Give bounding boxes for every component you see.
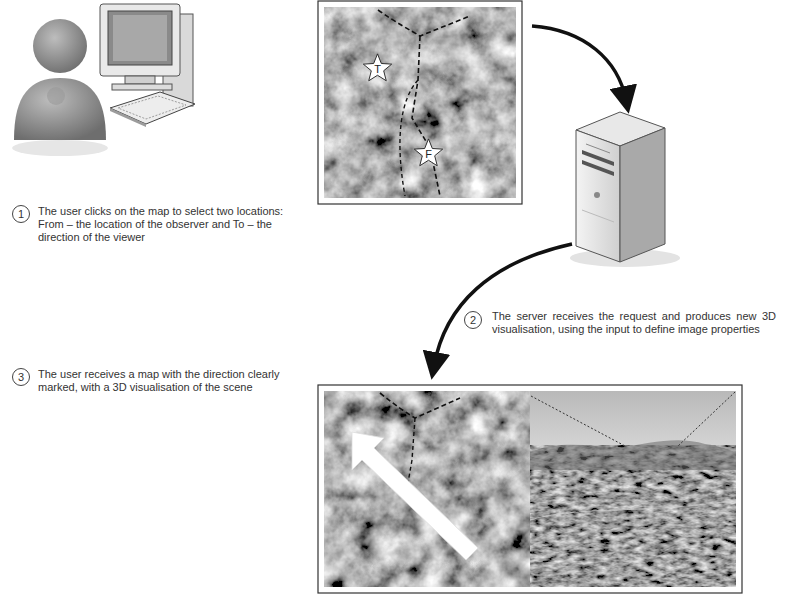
marker-letter: T	[374, 63, 381, 75]
step-description: The user receives a map with the directi…	[38, 368, 288, 394]
step-description: The server receives the request and prod…	[492, 310, 776, 336]
callout-number: 2	[464, 311, 482, 329]
step-description: The user clicks on the map to select two…	[38, 205, 300, 244]
callout-number: 3	[12, 368, 30, 386]
map-marker: F	[413, 137, 444, 168]
marker-letter: F	[425, 148, 432, 160]
step-number: 2	[470, 315, 476, 326]
step-number: 3	[18, 372, 24, 383]
callout-number: 1	[12, 205, 30, 223]
step-number: 1	[18, 209, 24, 220]
map-marker: T	[362, 52, 393, 83]
